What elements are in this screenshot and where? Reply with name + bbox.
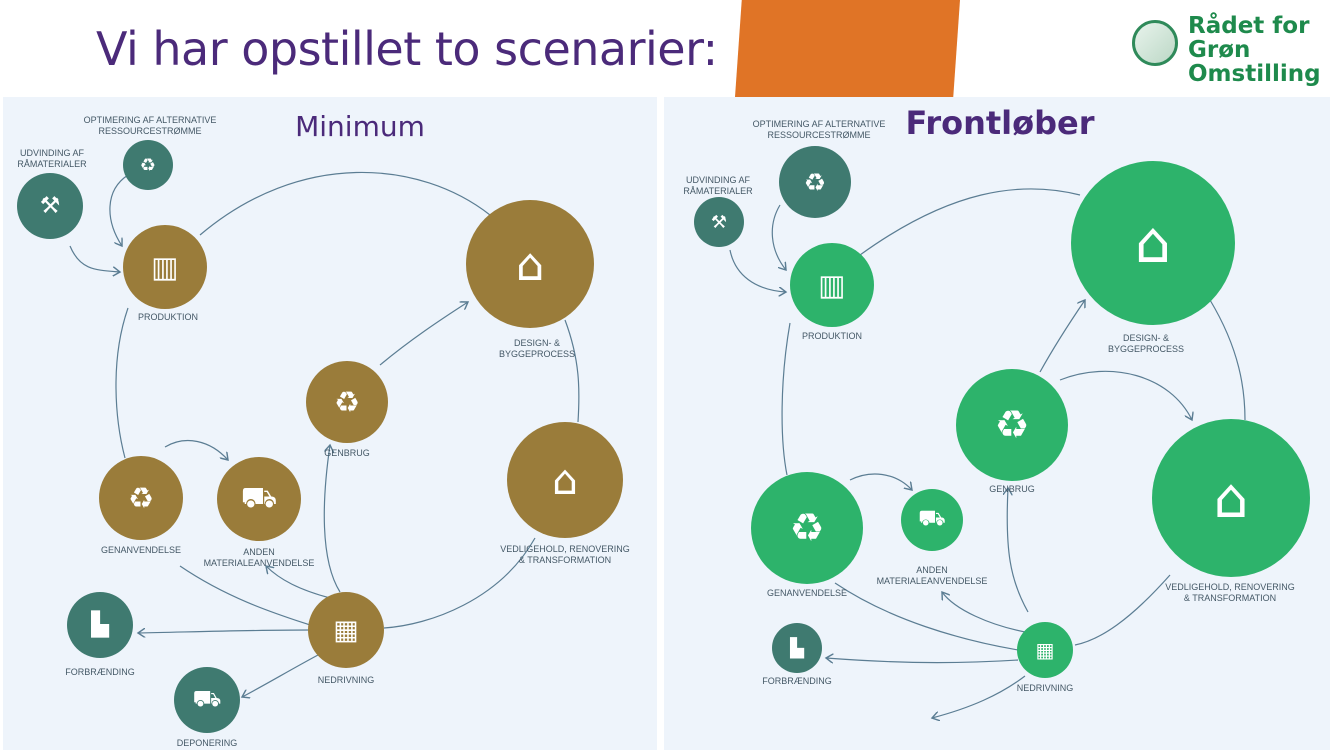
genbrug-label: GENBRUG — [324, 448, 370, 458]
crane-house-icon: ⌂ — [515, 237, 545, 291]
incinerator-icon: ▙ — [91, 612, 109, 638]
genbrug-node: ♻ — [306, 361, 388, 443]
vedligehold-label: VEDLIGEHOLD, RENOVERING& TRANSFORMATION — [500, 544, 630, 565]
forbraending-label: FORBRÆNDING — [65, 667, 135, 677]
genbrug-label: GENBRUG — [989, 484, 1035, 494]
factory-icon: ▥ — [818, 268, 846, 302]
panel-title: Frontløber — [905, 104, 1095, 142]
deponering-label: DEPONERING — [176, 738, 238, 748]
vedligehold-node: ⌂ — [1152, 419, 1310, 577]
house-tools-icon: ⌂ — [1213, 466, 1249, 530]
genanvendelse-label: GENANVENDELSE — [766, 588, 848, 598]
produktion-node: ▥ — [790, 243, 874, 327]
logo-line-2: Grøn — [1188, 37, 1251, 63]
truck-worker-icon: ⛟ — [918, 506, 946, 531]
dump-truck-icon: ⛟ — [192, 685, 222, 712]
recycle-pile-icon: ♻ — [789, 505, 825, 551]
recycle-pile-icon: ♻ — [128, 481, 154, 515]
genanvendelse-node: ♻ — [99, 456, 183, 540]
genanvendelse-node: ♻ — [751, 472, 863, 584]
nedrivning-label: NEDRIVNING — [1016, 683, 1074, 693]
anden-node: ⛟ — [217, 457, 301, 541]
produktion-label: PRODUKTION — [801, 331, 863, 341]
logo-mark-icon — [1132, 20, 1178, 66]
recycle-leaf-icon: ♻ — [139, 154, 157, 176]
logo-line-1: Rådet for — [1188, 13, 1310, 39]
truck-worker-icon: ⛟ — [240, 480, 278, 514]
forbraending-node: ▙ — [67, 592, 133, 658]
mining-icon: ⚒ — [710, 211, 728, 233]
design-node: ⌂ — [1071, 161, 1235, 325]
incinerator-icon: ▙ — [790, 637, 804, 659]
forbraending-node: ▙ — [772, 623, 822, 673]
demolition-icon: ▦ — [333, 614, 359, 646]
logo-line-3: Omstilling — [1188, 61, 1321, 87]
recycle-leaf-icon: ♻ — [803, 167, 827, 197]
genanvendelse-label: GENANVENDELSE — [100, 545, 182, 555]
crane-house-icon: ⌂ — [1134, 210, 1172, 276]
nedrivning-node: ▦ — [1017, 622, 1073, 678]
logo-text: Rådet for Grøn Omstilling — [1188, 14, 1321, 86]
house-recycle-icon: ♻ — [994, 402, 1030, 448]
house-tools-icon: ⌂ — [551, 456, 579, 504]
udvinding-node: ⚒ — [694, 197, 744, 247]
orange-accent-shape — [735, 0, 960, 97]
nedrivning-node: ▦ — [308, 592, 384, 668]
produktion-label: PRODUKTION — [137, 312, 199, 322]
vedligehold-label: VEDLIGEHOLD, RENOVERING& TRANSFORMATION — [1165, 582, 1295, 603]
genbrug-node: ♻ — [956, 369, 1068, 481]
logo: Rådet for Grøn Omstilling — [1132, 14, 1327, 94]
anden-node: ⛟ — [901, 489, 963, 551]
mining-icon: ⚒ — [39, 193, 61, 219]
design-label: DESIGN- &BYGGEPROCESS — [498, 338, 576, 359]
forbraending-label: FORBRÆNDING — [762, 676, 832, 686]
udvinding-node: ⚒ — [17, 173, 83, 239]
deponering-node: ⛟ — [174, 667, 240, 733]
vedligehold-node: ⌂ — [507, 422, 623, 538]
panel-title: Minimum — [295, 110, 425, 143]
nedrivning-label: NEDRIVNING — [317, 675, 375, 685]
design-label: DESIGN- &BYGGEPROCESS — [1107, 333, 1185, 354]
house-recycle-icon: ♻ — [334, 385, 360, 419]
optimering-node: ♻ — [123, 140, 173, 190]
demolition-icon: ▦ — [1035, 638, 1055, 662]
design-node: ⌂ — [466, 200, 594, 328]
optimering-node: ♻ — [779, 146, 851, 218]
slide-title: Vi har opstillet to scenarier: — [96, 22, 718, 76]
factory-icon: ▥ — [151, 250, 179, 284]
produktion-node: ▥ — [123, 225, 207, 309]
